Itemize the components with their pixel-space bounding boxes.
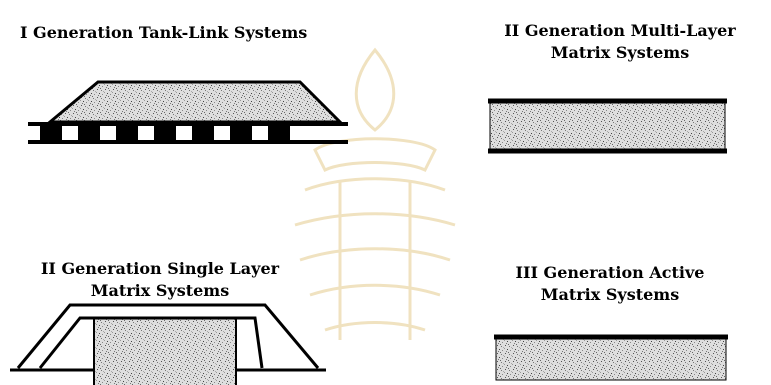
single-layer-inner-backing	[38, 316, 264, 369]
tank-link-block	[154, 122, 176, 144]
active-title-line1: III Generation Active	[515, 263, 705, 282]
watermark-emblem	[294, 47, 456, 340]
multi-layer-title-line1: II Generation Multi-Layer	[504, 21, 736, 40]
tank-link-title-line1: I Generation Tank-Link Systems	[20, 23, 308, 42]
multi-layer-device	[488, 98, 727, 154]
tank-link-block	[116, 122, 138, 144]
tank-link-reservoir	[45, 80, 344, 124]
tank-link-block	[230, 122, 252, 144]
single-layer-outer-backing	[16, 303, 320, 369]
single-layer-title-line1: II Generation Single Layer	[40, 259, 280, 278]
single-layer-matrix	[93, 317, 237, 385]
tank-link-block	[192, 122, 214, 144]
tank-link-device	[28, 80, 348, 144]
active-title: III Generation Active Matrix Systems	[460, 262, 760, 306]
tank-link-title: I Generation Tank-Link Systems	[20, 22, 400, 44]
tank-link-block	[268, 122, 290, 144]
active-device	[494, 334, 728, 381]
multi-layer-matrix	[489, 99, 726, 153]
tank-link-block	[40, 122, 62, 144]
single-layer-title-line2: Matrix Systems	[90, 281, 230, 300]
active-title-line2: Matrix Systems	[540, 285, 680, 304]
single-layer-device	[10, 303, 326, 385]
single-layer-title: II Generation Single Layer Matrix System…	[10, 258, 310, 302]
active-matrix	[495, 335, 727, 381]
tank-link-block	[78, 122, 100, 144]
multi-layer-title: II Generation Multi-Layer Matrix Systems	[470, 20, 770, 64]
multi-layer-title-line2: Matrix Systems	[550, 43, 690, 62]
